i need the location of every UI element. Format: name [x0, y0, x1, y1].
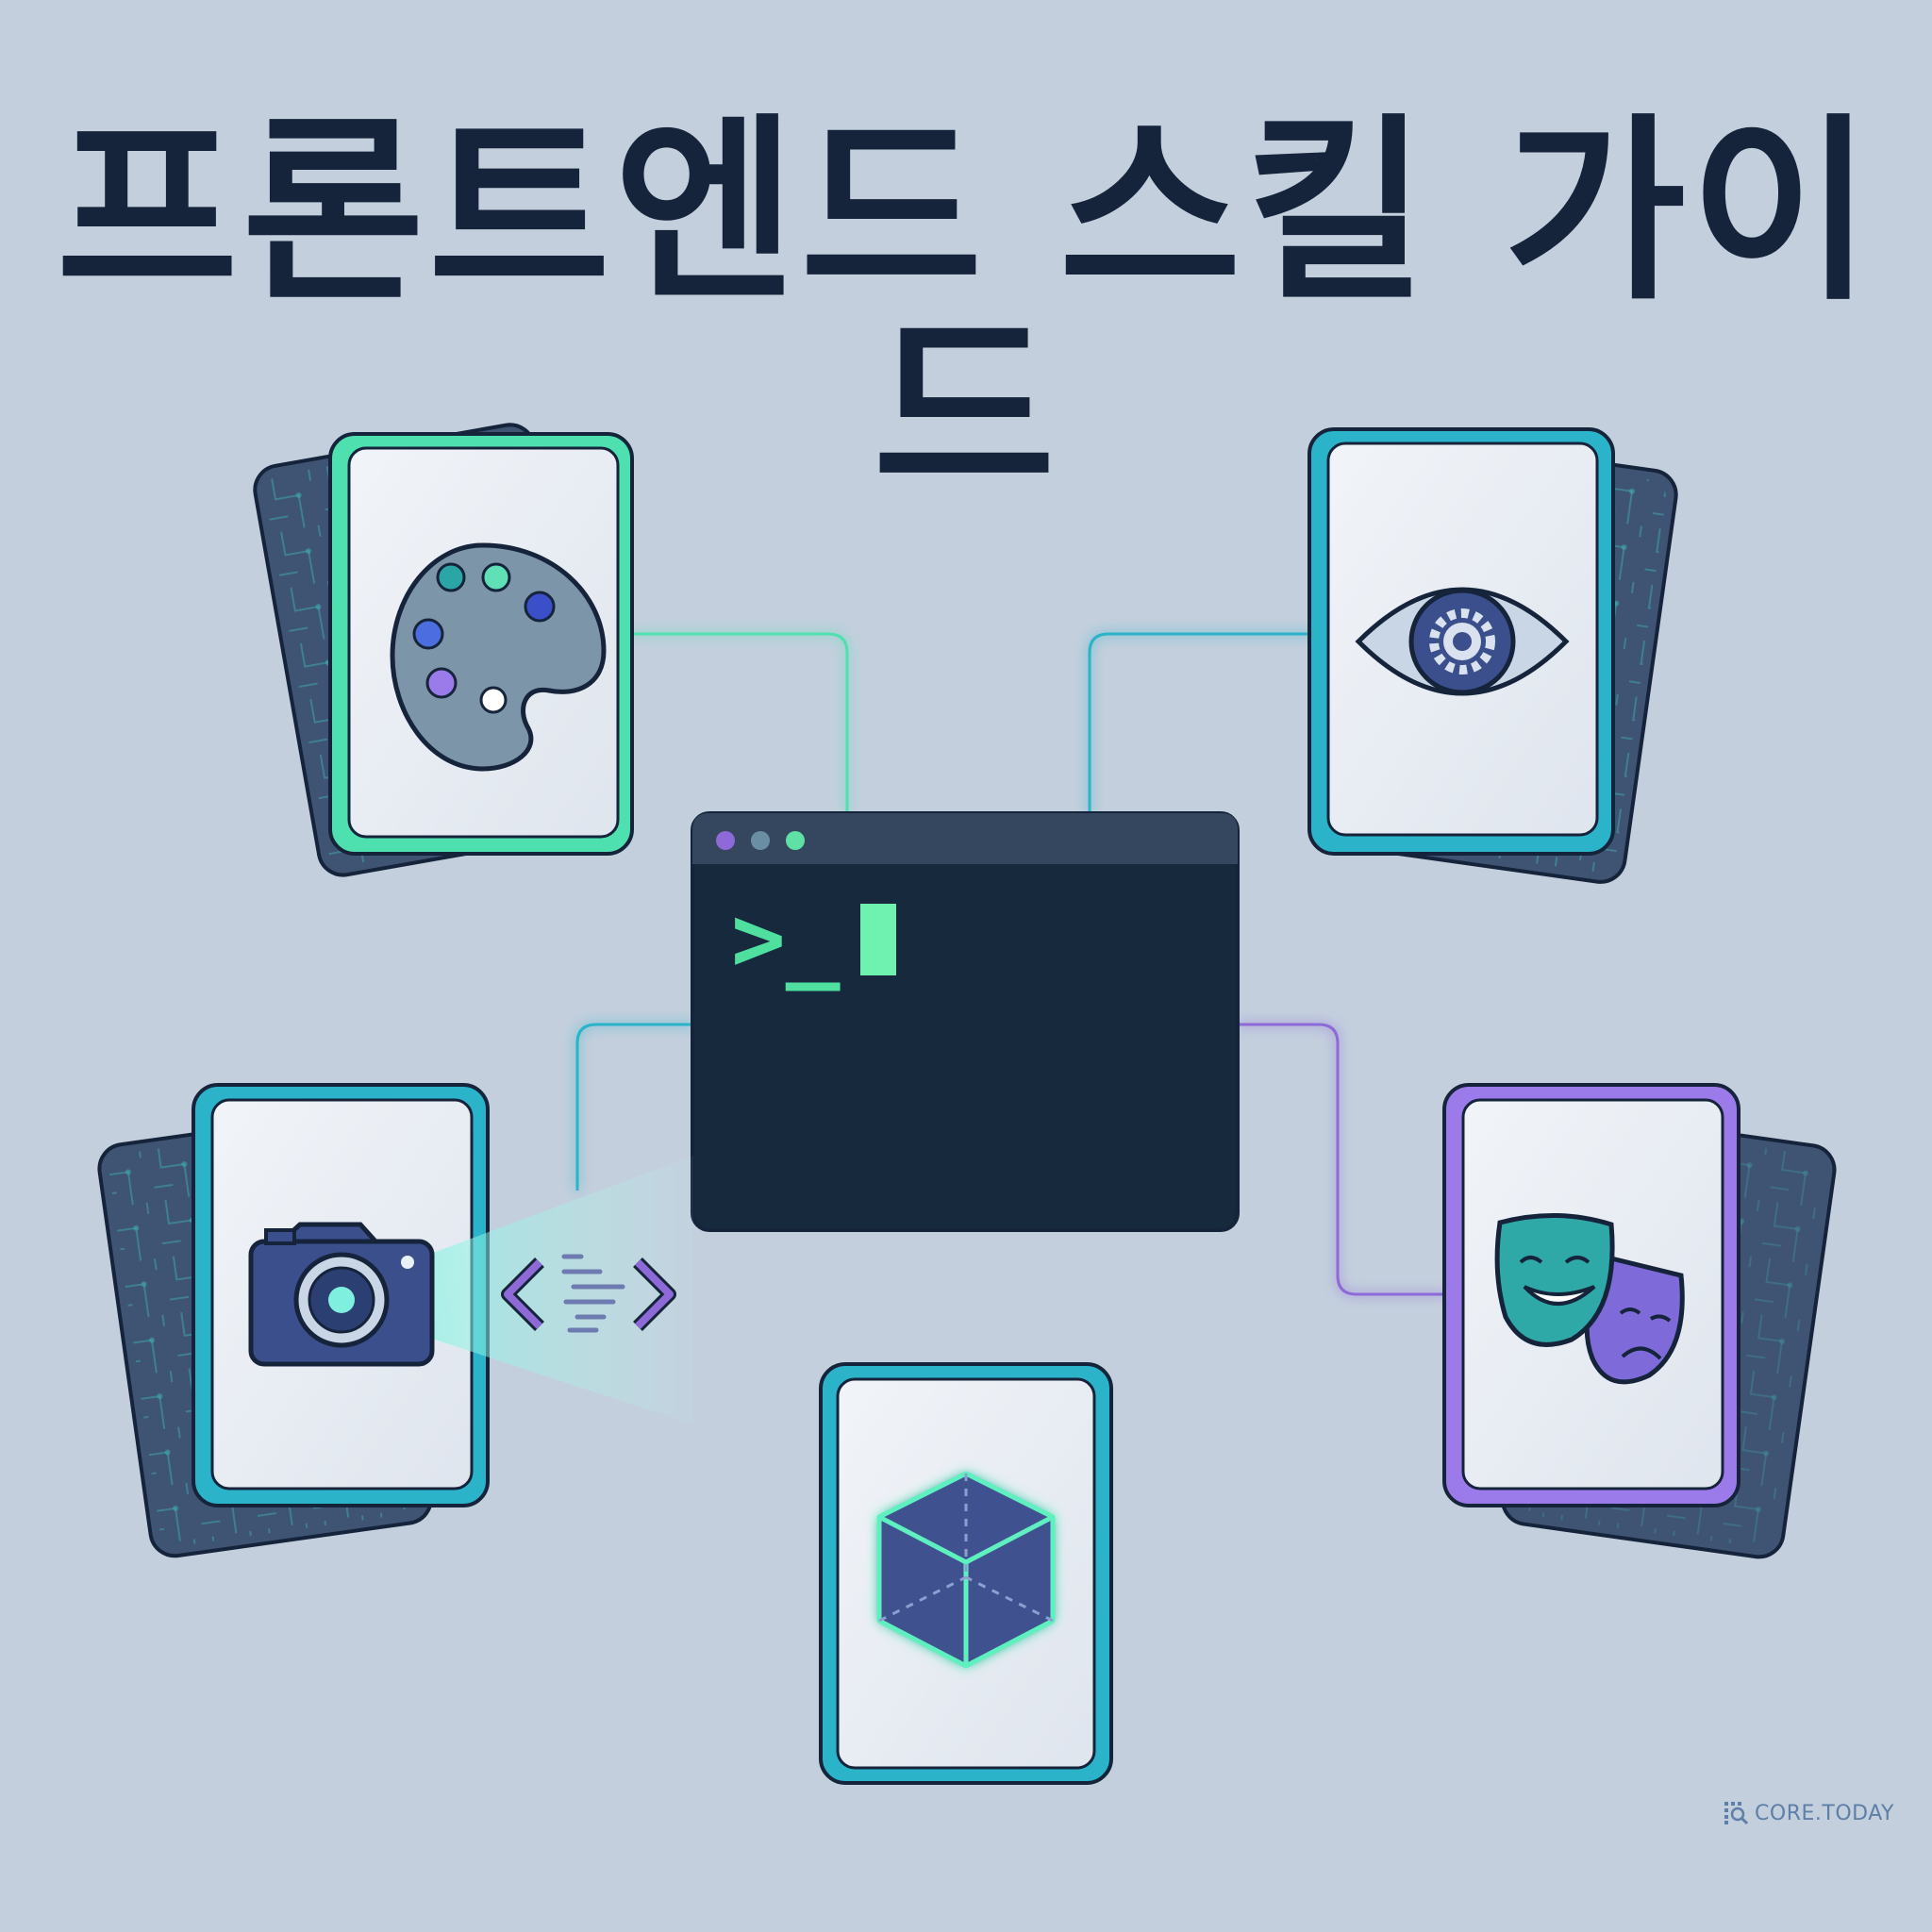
- camera-icon: [248, 1222, 435, 1367]
- card-eye-gear[interactable]: [1307, 427, 1679, 885]
- brand-logo-icon: [1724, 1802, 1749, 1825]
- window-dot-purple[interactable]: [716, 831, 735, 850]
- card-palette[interactable]: [251, 421, 634, 878]
- card-masks[interactable]: [1442, 1083, 1838, 1560]
- connector-masks: [1238, 1023, 1447, 1296]
- card-cube[interactable]: [819, 1362, 1113, 1785]
- terminal-cursor: [860, 904, 896, 975]
- window-dot-green[interactable]: [786, 831, 805, 850]
- brand-text: CORE.TODAY: [1755, 1801, 1894, 1825]
- connector-camera: [575, 1023, 694, 1191]
- palette-icon: [390, 542, 607, 772]
- card-camera[interactable]: [96, 1083, 693, 1559]
- connector-eye: [1088, 632, 1319, 815]
- window-dot-gray[interactable]: [751, 831, 770, 850]
- theater-masks-icon: [1494, 1213, 1685, 1385]
- terminal-window[interactable]: >_: [691, 811, 1240, 1232]
- page-title: 프론트엔드 스킬 가이드: [56, 96, 1876, 525]
- cube-icon: [876, 1471, 1056, 1669]
- code-brackets-icon: [501, 1254, 676, 1333]
- eye-gear-icon: [1355, 587, 1570, 696]
- terminal-prompt: >_: [731, 886, 841, 991]
- brand-watermark: CORE.TODAY: [1723, 1800, 1894, 1826]
- connector-palette: [630, 632, 849, 815]
